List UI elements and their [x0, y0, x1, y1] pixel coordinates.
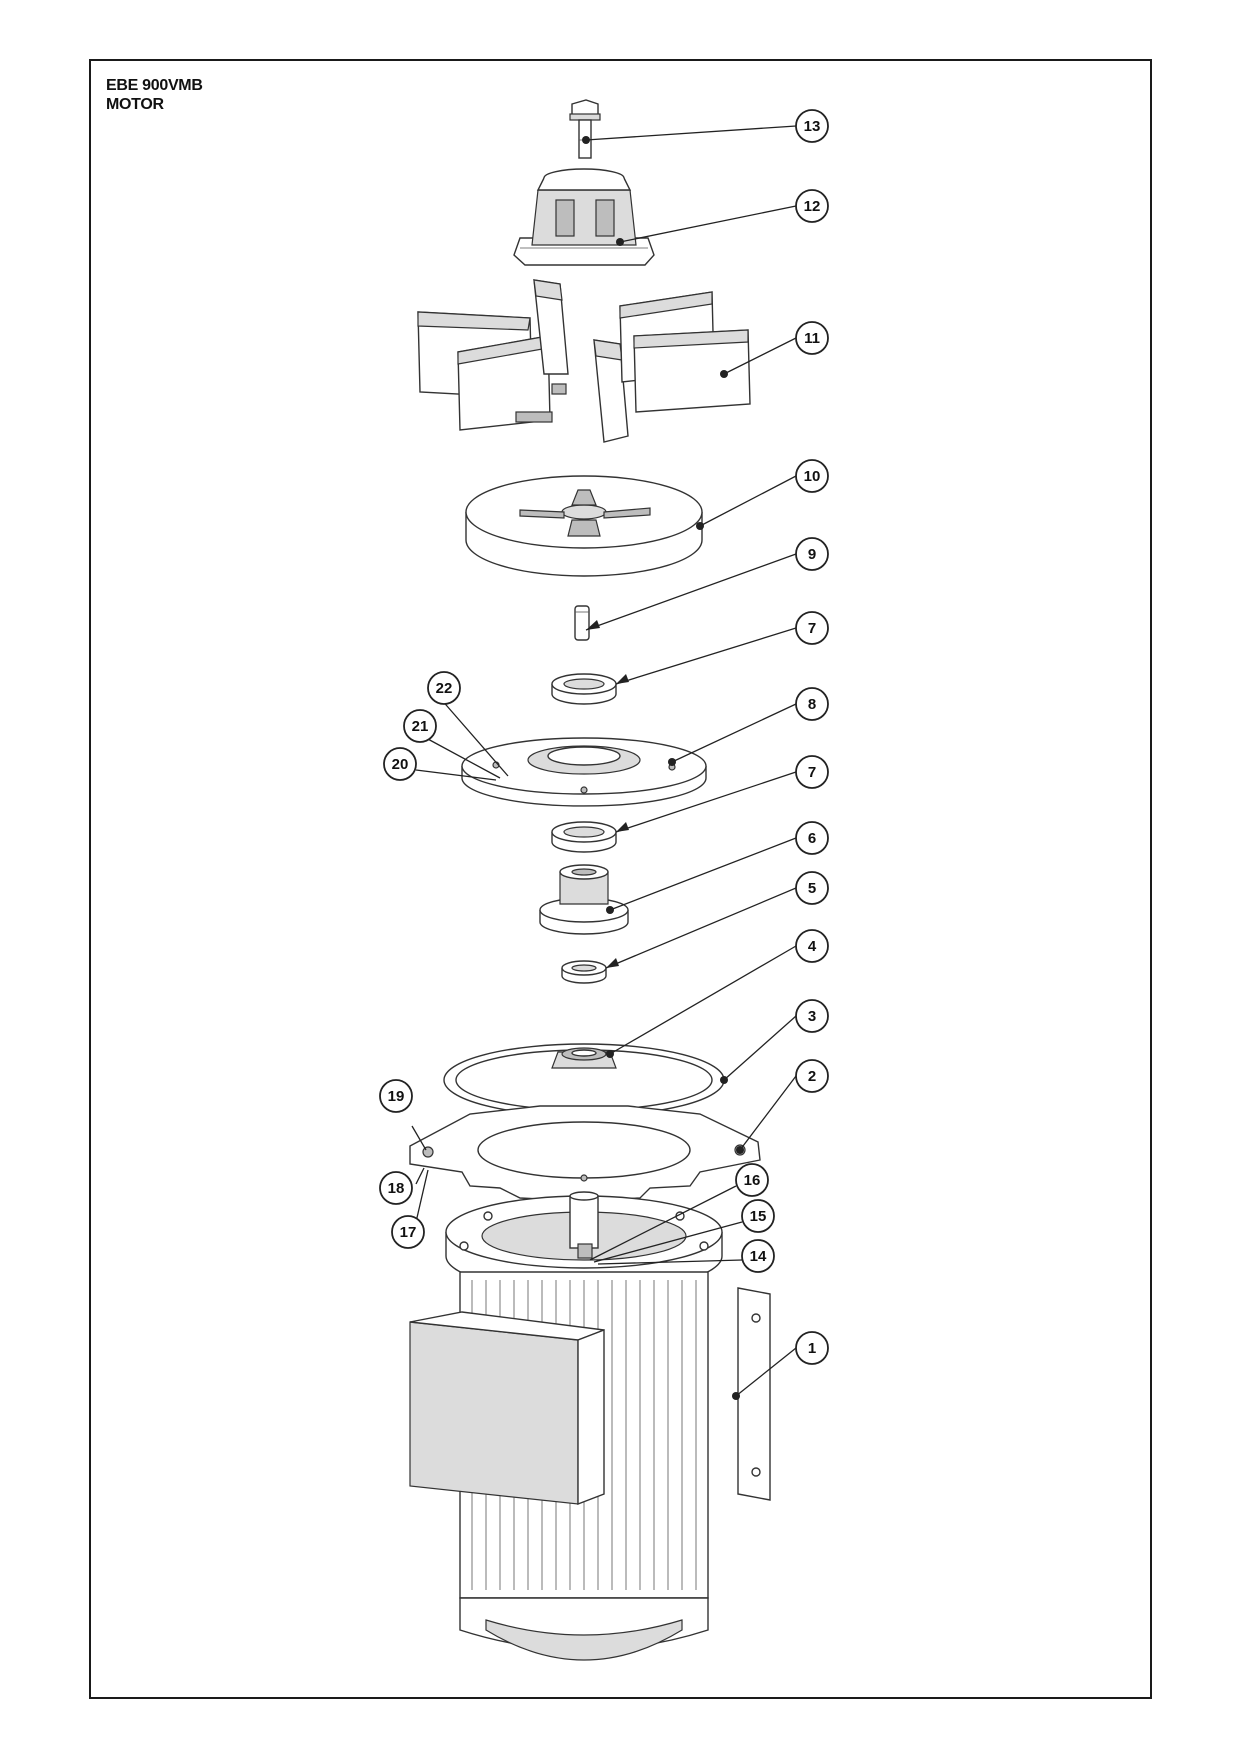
svg-text:1: 1 [808, 1340, 816, 1357]
callout-5: 5 [795, 871, 829, 905]
svg-text:11: 11 [804, 330, 820, 347]
svg-text:13: 13 [804, 118, 821, 135]
svg-text:10: 10 [804, 468, 821, 485]
svg-text:18: 18 [388, 1180, 405, 1197]
mounting-flange-drawing [409, 1105, 761, 1201]
motor-drawing [409, 1191, 771, 1661]
callout-9: 9 [795, 537, 829, 571]
svg-text:7: 7 [808, 620, 816, 637]
callout-17: 17 [391, 1215, 425, 1249]
svg-text:3: 3 [808, 1008, 816, 1025]
svg-text:8: 8 [808, 696, 816, 713]
callout-8: 8 [795, 687, 829, 721]
svg-text:7: 7 [808, 764, 816, 781]
callout-14: 14 [741, 1239, 775, 1273]
svg-text:5: 5 [808, 880, 816, 897]
svg-text:17: 17 [400, 1224, 417, 1241]
drawing-frame [89, 59, 1152, 1699]
svg-text:20: 20 [392, 756, 409, 773]
model-title: EBE 900VMB [106, 77, 203, 94]
svg-text:2: 2 [808, 1068, 816, 1085]
title-block: EBE 900VMB MOTOR [106, 76, 203, 114]
svg-text:16: 16 [744, 1172, 761, 1189]
callout-4: 4 [795, 929, 829, 963]
svg-text:4: 4 [808, 938, 817, 955]
svg-text:21: 21 [412, 718, 429, 735]
svg-text:6: 6 [808, 830, 816, 847]
callout-16: 16 [735, 1163, 769, 1197]
svg-text:15: 15 [750, 1208, 767, 1225]
callout-19: 19 [379, 1079, 413, 1113]
svg-text:12: 12 [804, 198, 821, 215]
seal-ring-upper-drawing [551, 673, 617, 705]
seal-ring-lower-drawing [551, 821, 617, 853]
callout-3: 3 [795, 999, 829, 1033]
impeller-hub-drawing [513, 168, 655, 266]
callout-1: 1 [795, 1331, 829, 1365]
leader-lines [411, 125, 797, 1397]
callout-7-lower: 7 [795, 755, 829, 789]
callout-22: 22 [427, 671, 461, 705]
callout-18: 18 [379, 1171, 413, 1205]
callout-2: 2 [795, 1059, 829, 1093]
callout-6: 6 [795, 821, 829, 855]
impeller-base-plate-drawing [465, 475, 703, 577]
svg-text:19: 19 [388, 1088, 405, 1105]
shaft-key-drawing [574, 605, 590, 641]
small-seal-drawing [561, 960, 607, 984]
leader-dots [582, 136, 744, 1400]
gasket-drawing [443, 1043, 725, 1117]
section-title: MOTOR [106, 96, 164, 113]
callout-21: 21 [403, 709, 437, 743]
svg-text:9: 9 [808, 546, 816, 563]
callout-12: 12 [795, 189, 829, 223]
callout-15: 15 [741, 1199, 775, 1233]
svg-text:22: 22 [436, 680, 453, 697]
callout-11: 11 [795, 321, 829, 355]
shaft-sleeve-drawing [539, 864, 629, 935]
svg-text:14: 14 [750, 1248, 767, 1265]
callout-10: 10 [795, 459, 829, 493]
callout-7-upper: 7 [795, 611, 829, 645]
impeller-blades-drawing [417, 279, 751, 443]
bolt-drawing [569, 99, 601, 159]
callout-13: 13 [795, 109, 829, 143]
callout-20: 20 [383, 747, 417, 781]
bearing-plate-drawing [461, 737, 707, 807]
